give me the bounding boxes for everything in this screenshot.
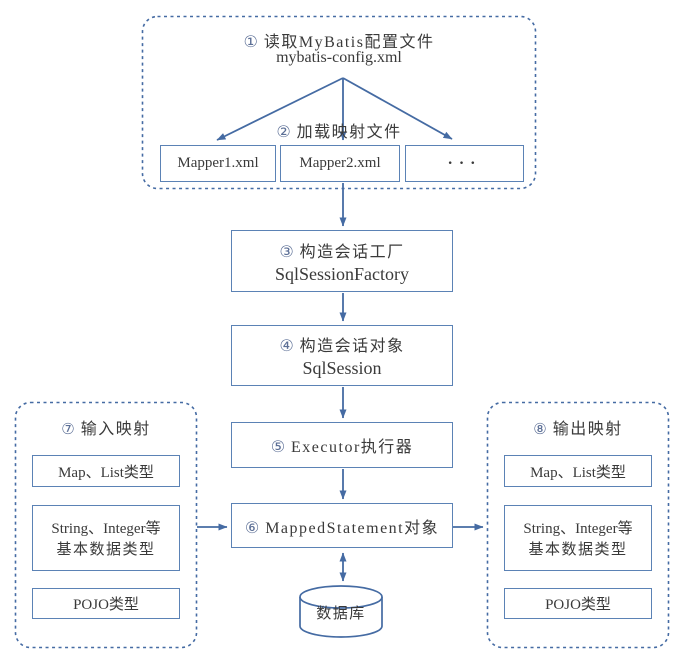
step6-number: ⑥ [244, 517, 260, 537]
output-item-primitive: String、Integer等 基本数据类型 [504, 505, 652, 571]
sql-session-subtitle: SqlSession [302, 358, 382, 378]
input-item-map-list: Map、List类型 [32, 455, 180, 487]
mapper-ellipsis-box: ··· [405, 145, 524, 182]
mapper2-label: Mapper2.xml [299, 155, 381, 171]
mapper1-label: Mapper1.xml [177, 155, 259, 171]
step2-number: ② [276, 122, 291, 141]
config-file-label: mybatis-config.xml [276, 49, 402, 66]
input-item-pojo: POJO类型 [32, 588, 180, 619]
database-label: 数据库 [316, 606, 366, 622]
session-factory-subtitle: SqlSessionFactory [274, 263, 409, 284]
output-item-pojo: POJO类型 [504, 588, 652, 619]
step7-number: ⑦ [61, 420, 75, 438]
input-item-primitive: String、Integer等 基本数据类型 [32, 505, 180, 571]
step4-number: ④ [279, 336, 294, 355]
step8-number: ⑧ [533, 420, 547, 438]
mapper-ellipsis-label: ··· [447, 154, 482, 172]
mapper2-box: Mapper2.xml [280, 145, 400, 182]
step3-number: ③ [279, 241, 294, 261]
step5-number: ⑤ [270, 437, 286, 456]
mapper1-box: Mapper1.xml [160, 145, 276, 182]
output-item-map-list: Map、List类型 [504, 455, 652, 487]
